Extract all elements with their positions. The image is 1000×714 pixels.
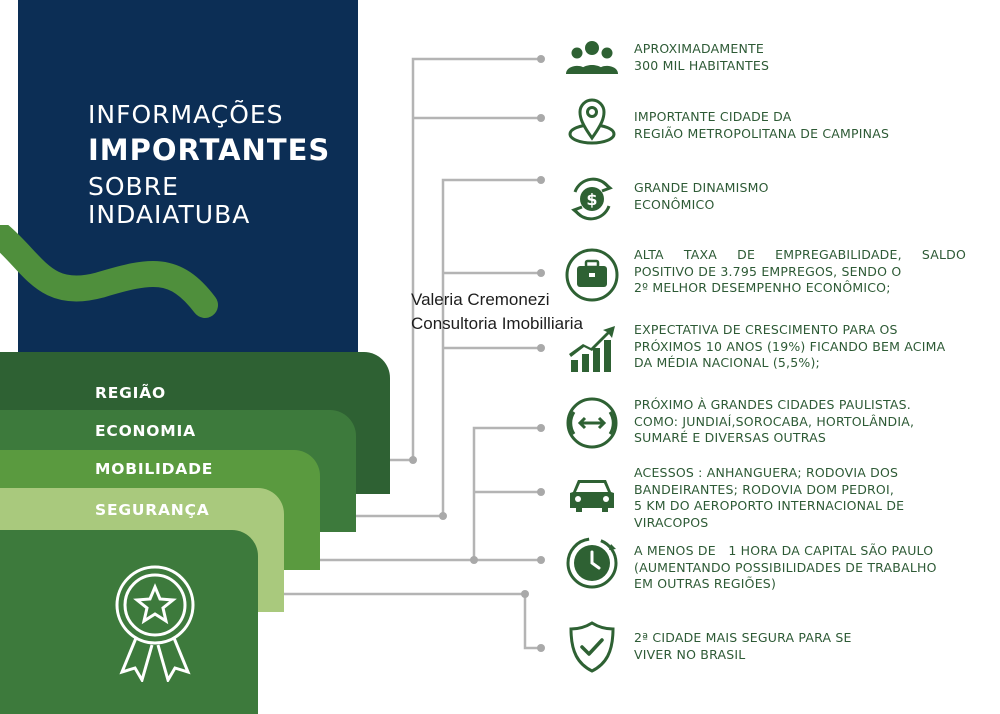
- shield-check-icon: [569, 621, 615, 673]
- info-line: SUMARÉ E DIVERSAS OUTRAS: [634, 430, 827, 445]
- car-icon: [570, 480, 614, 512]
- tab-label-seguranca: SEGURANÇA: [95, 501, 210, 519]
- title-line: SOBRE: [88, 172, 179, 201]
- growth-chart-icon: [569, 326, 615, 372]
- info-line: PRÓXIMO À GRANDES CIDADES PAULISTAS.: [634, 397, 911, 412]
- watermark-line: Valeria Cremonezi: [411, 290, 550, 309]
- info-line: COMO: JUNDIAÍ,SOROCABA, HORTOLÂNDIA,: [634, 413, 915, 429]
- info-line: REGIÃO METROPOLITANA DE CAMPINAS: [634, 125, 890, 141]
- title-line: INDAIATUBA: [88, 200, 251, 229]
- info-line: ALTA TAXA DE EMPREGABILIDADE, SALDO: [634, 247, 966, 262]
- info-line: 300 MIL HABITANTES: [634, 57, 770, 73]
- info-line: A MENOS DE 1 HORA DA CAPITAL SÃO PAULO: [634, 543, 934, 558]
- title-line: INFORMAÇÕES: [88, 100, 284, 129]
- info-item-dynamism: GRANDE DINAMISMO ECONÔMICO: [634, 180, 966, 213]
- title-line-bold: IMPORTANTES: [88, 133, 331, 167]
- info-line: EXPECTATIVA DE CRESCIMENTO PARA OS: [634, 322, 898, 337]
- info-item-safety: 2ª CIDADE MAIS SEGURA PARA SE VIVER NO B…: [634, 630, 966, 663]
- watermark-line: Consultoria Imobilliaria: [411, 314, 583, 333]
- info-line: PRÓXIMOS 10 ANOS (19%) FICANDO BEM ACIMA: [634, 338, 946, 354]
- tab-label-regiao: REGIÃO: [95, 384, 166, 402]
- info-item-employment: ALTA TAXA DE EMPREGABILIDADE, SALDO POSI…: [634, 247, 966, 297]
- info-line: POSITIVO DE 3.795 EMPREGOS, SENDO O: [634, 263, 902, 279]
- info-line: ECONÔMICO: [634, 196, 715, 212]
- info-line: (AUMENTANDO POSSIBILIDADES DE TRABALHO: [634, 559, 937, 575]
- info-item-growth: EXPECTATIVA DE CRESCIMENTO PARA OS PRÓXI…: [634, 322, 966, 372]
- svg-text:$: $: [586, 190, 597, 209]
- info-line: 2ª CIDADE MAIS SEGURA PARA SE: [634, 630, 852, 645]
- info-item-nearby-cities: PRÓXIMO À GRANDES CIDADES PAULISTAS. COM…: [634, 397, 966, 447]
- tab-label-economia: ECONOMIA: [95, 422, 196, 440]
- info-line: VIRACOPOS: [634, 514, 709, 530]
- route-circle-icon: [566, 397, 618, 449]
- info-line: BANDEIRANTES; RODOVIA DOM PEDROI,: [634, 481, 895, 497]
- info-line: 2º MELHOR DESEMPENHO ECONÔMICO;: [634, 280, 891, 295]
- info-item-access: ACESSOS : ANHANGUERA; RODOVIA DOS BANDEI…: [634, 465, 966, 531]
- info-line: VIVER NO BRASIL: [634, 646, 746, 662]
- clock-icon: [566, 537, 618, 589]
- info-line: EM OUTRAS REGIÕES): [634, 576, 777, 591]
- info-item-population: APROXIMADAMENTE 300 MIL HABITANTES: [634, 41, 966, 74]
- tab-front: [0, 530, 258, 714]
- green-swoosh-decoration: [0, 225, 218, 318]
- map-pin-icon: [568, 98, 616, 145]
- info-line: IMPORTANTE CIDADE DA: [634, 109, 792, 124]
- info-line: APROXIMADAMENTE: [634, 41, 764, 56]
- people-group-icon: [566, 41, 618, 74]
- award-star-icon: [115, 565, 195, 682]
- info-line: DA MÉDIA NACIONAL (5,5%);: [634, 355, 820, 370]
- info-item-capital-distance: A MENOS DE 1 HORA DA CAPITAL SÃO PAULO (…: [634, 543, 966, 593]
- tab-label-mobilidade: MOBILIDADE: [95, 460, 214, 478]
- dollar-cycle-icon: $: [571, 177, 613, 221]
- briefcase-icon: [565, 248, 619, 302]
- info-item-metropolitan: IMPORTANTE CIDADE DA REGIÃO METROPOLITAN…: [634, 109, 966, 142]
- info-line: 5 KM DO AEROPORTO INTERNACIONAL DE: [634, 498, 905, 513]
- info-line: ACESSOS : ANHANGUERA; RODOVIA DOS: [634, 465, 899, 480]
- info-line: GRANDE DINAMISMO: [634, 180, 769, 195]
